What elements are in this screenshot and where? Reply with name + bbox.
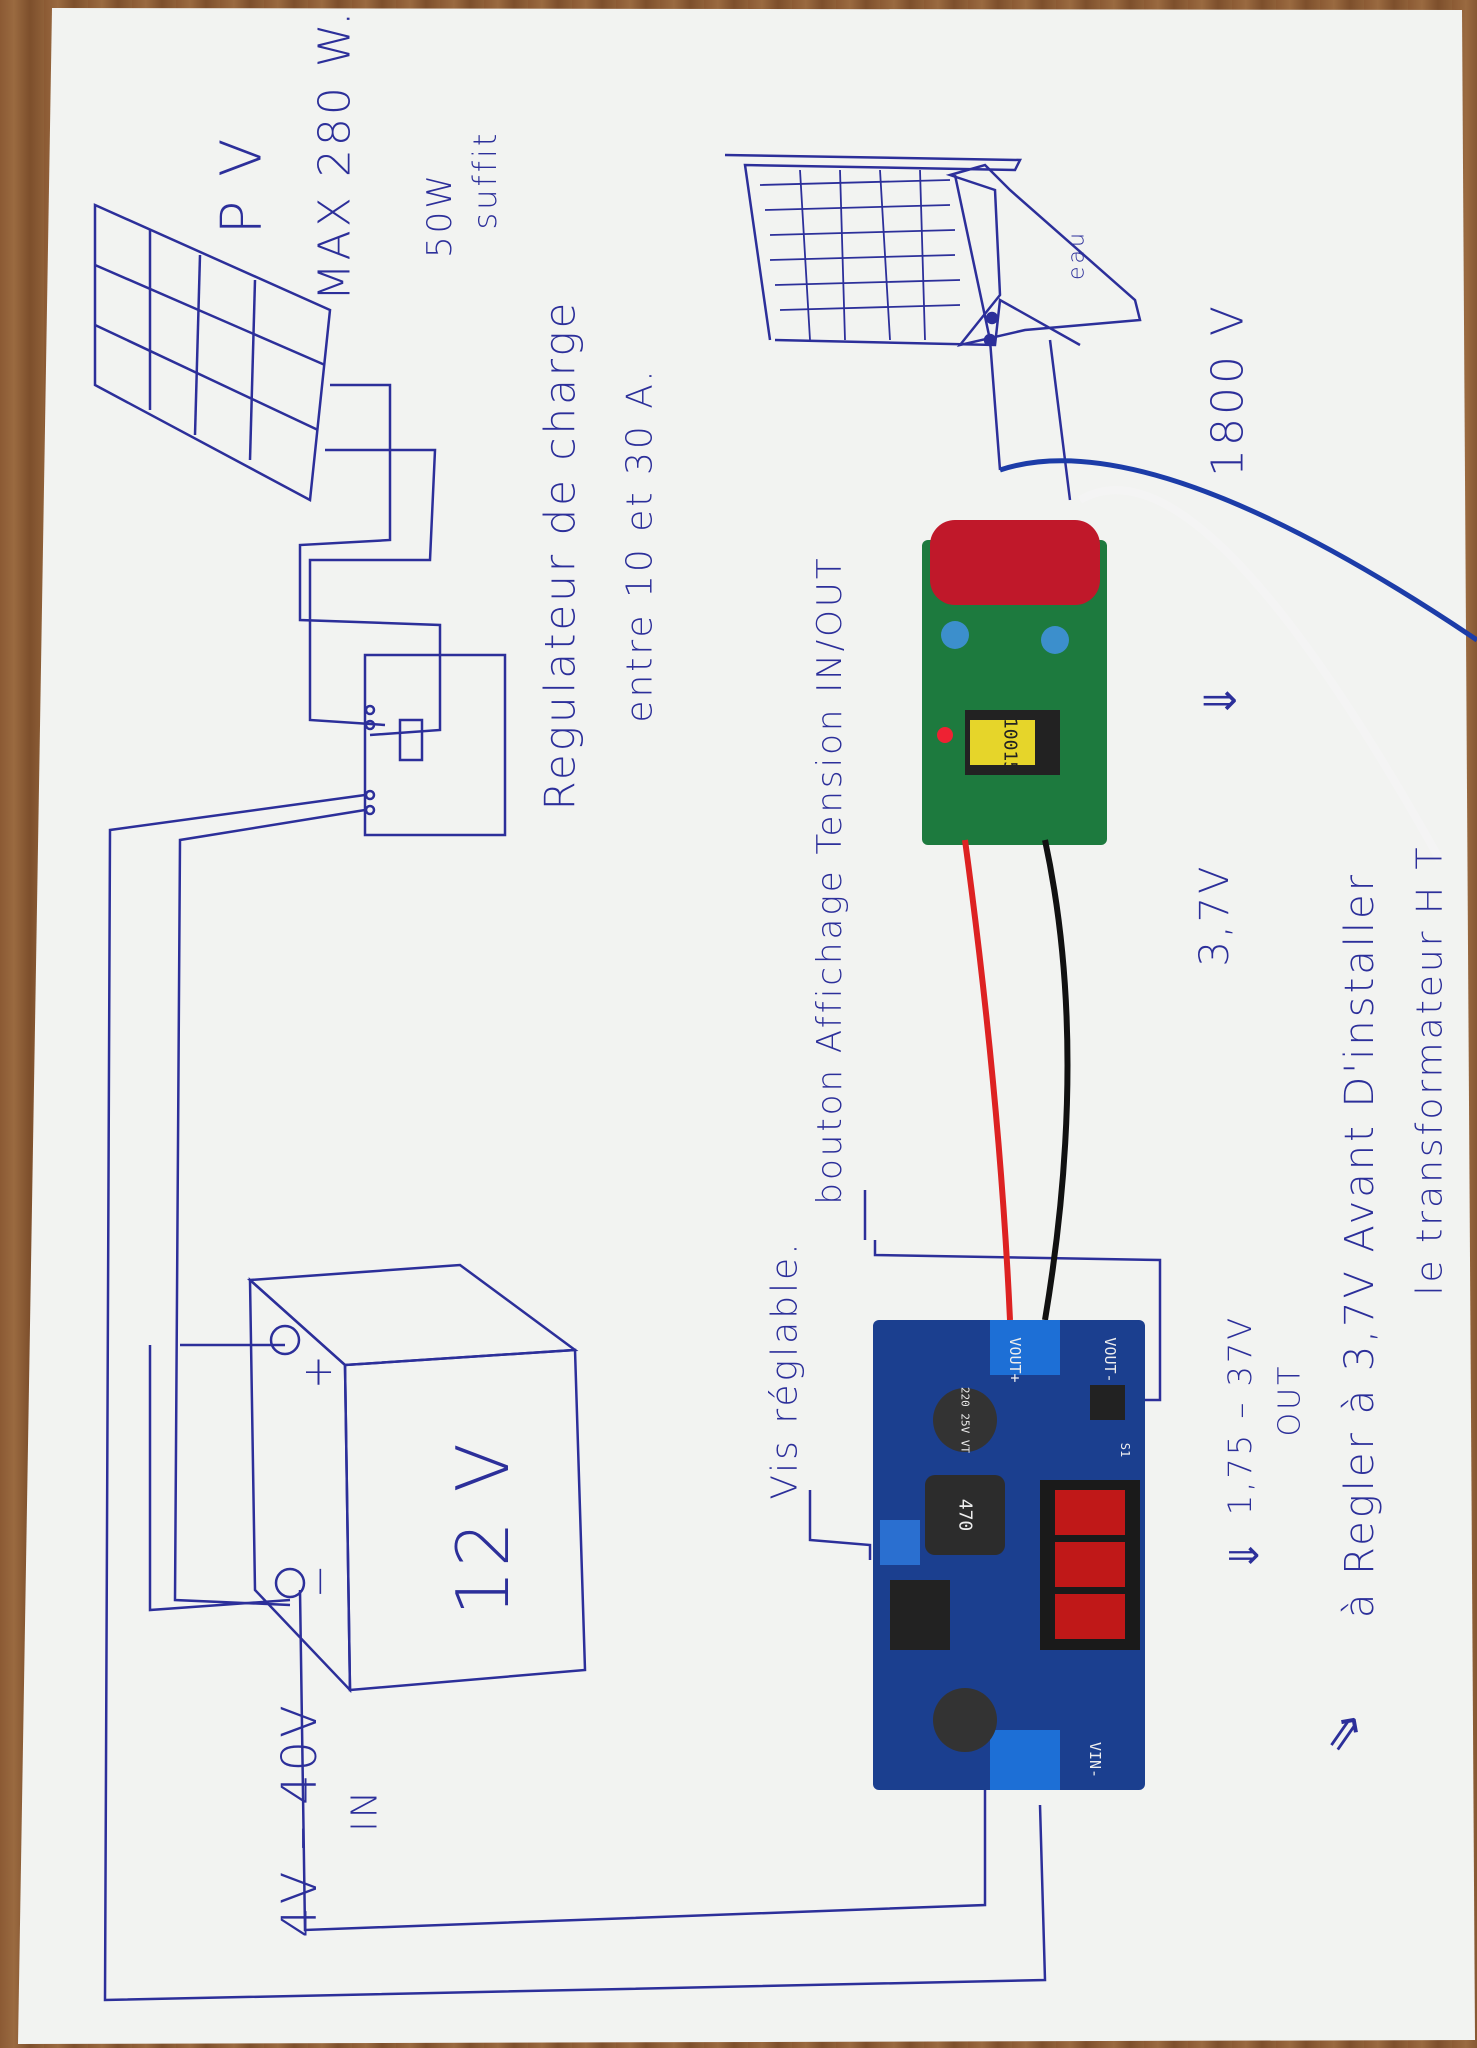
high-voltage-label: 1800 V xyxy=(1202,302,1254,478)
battery-plus-label: + xyxy=(301,1349,339,1395)
charge-regulator-drawing xyxy=(363,653,507,837)
high-voltage-module xyxy=(922,520,1107,845)
out-label: OUT xyxy=(1272,1363,1308,1437)
black-wire xyxy=(1042,839,1071,1321)
regulator-current-label: entre 10 et 30 A. xyxy=(619,367,661,723)
high-voltage-electrodes-drawing xyxy=(724,153,1142,501)
vout-minus-marking: VOUT- xyxy=(1101,1337,1119,1383)
water-label: eau xyxy=(1064,230,1090,280)
min-power-label: 50W xyxy=(420,172,460,258)
arrow-right-icon-2: ⇒ xyxy=(1226,1532,1264,1578)
vin-minus-marking: VIN- xyxy=(1086,1741,1104,1779)
display-button-label: bouton Affichage Tension IN/OUT xyxy=(810,555,850,1205)
battery-voltage-label: 12 V xyxy=(441,1440,525,1616)
in-range-label: 4V – 40V xyxy=(272,1702,328,1938)
output-voltage-label: 3,7V xyxy=(1192,863,1238,967)
transformer-marking: 10015 xyxy=(999,717,1021,773)
battery-drawing xyxy=(246,1263,587,1694)
out-range-label: 1,75 – 37V xyxy=(1221,1314,1259,1516)
in-label: IN xyxy=(344,1788,386,1832)
capacitor-marking: 220 25V VT xyxy=(958,1386,972,1454)
adjust-note-line-2: le transformateur H T xyxy=(1409,844,1451,1296)
adjust-note-line-1: à Regler à 3,7V Avant D'installer xyxy=(1337,871,1383,1619)
adjust-screw-label: Vis réglable. xyxy=(764,1240,806,1500)
red-wire xyxy=(962,839,1013,1321)
paper-sheet xyxy=(18,8,1475,2044)
blue-wire xyxy=(999,458,1477,643)
buck-converter-board xyxy=(873,1320,1145,1790)
pv-label: P V xyxy=(209,135,275,235)
battery-minus-label: − xyxy=(297,1561,343,1599)
solar-panel-drawing xyxy=(93,203,332,502)
vout-plus-marking: VOUT+ xyxy=(1006,1337,1024,1383)
white-wire xyxy=(1077,486,1444,862)
hand-drawn-schematic xyxy=(93,153,1162,2002)
regulator-label: Regulateur de charge xyxy=(535,299,585,811)
s1-marking: S1 xyxy=(1118,1442,1132,1458)
inductor-marking: 470 xyxy=(954,1498,976,1532)
min-power-suffix: suffit xyxy=(466,130,504,230)
max-power-label: MAX 280 W. xyxy=(309,8,361,302)
arrow-right-icon: ⇒ xyxy=(1201,674,1241,726)
